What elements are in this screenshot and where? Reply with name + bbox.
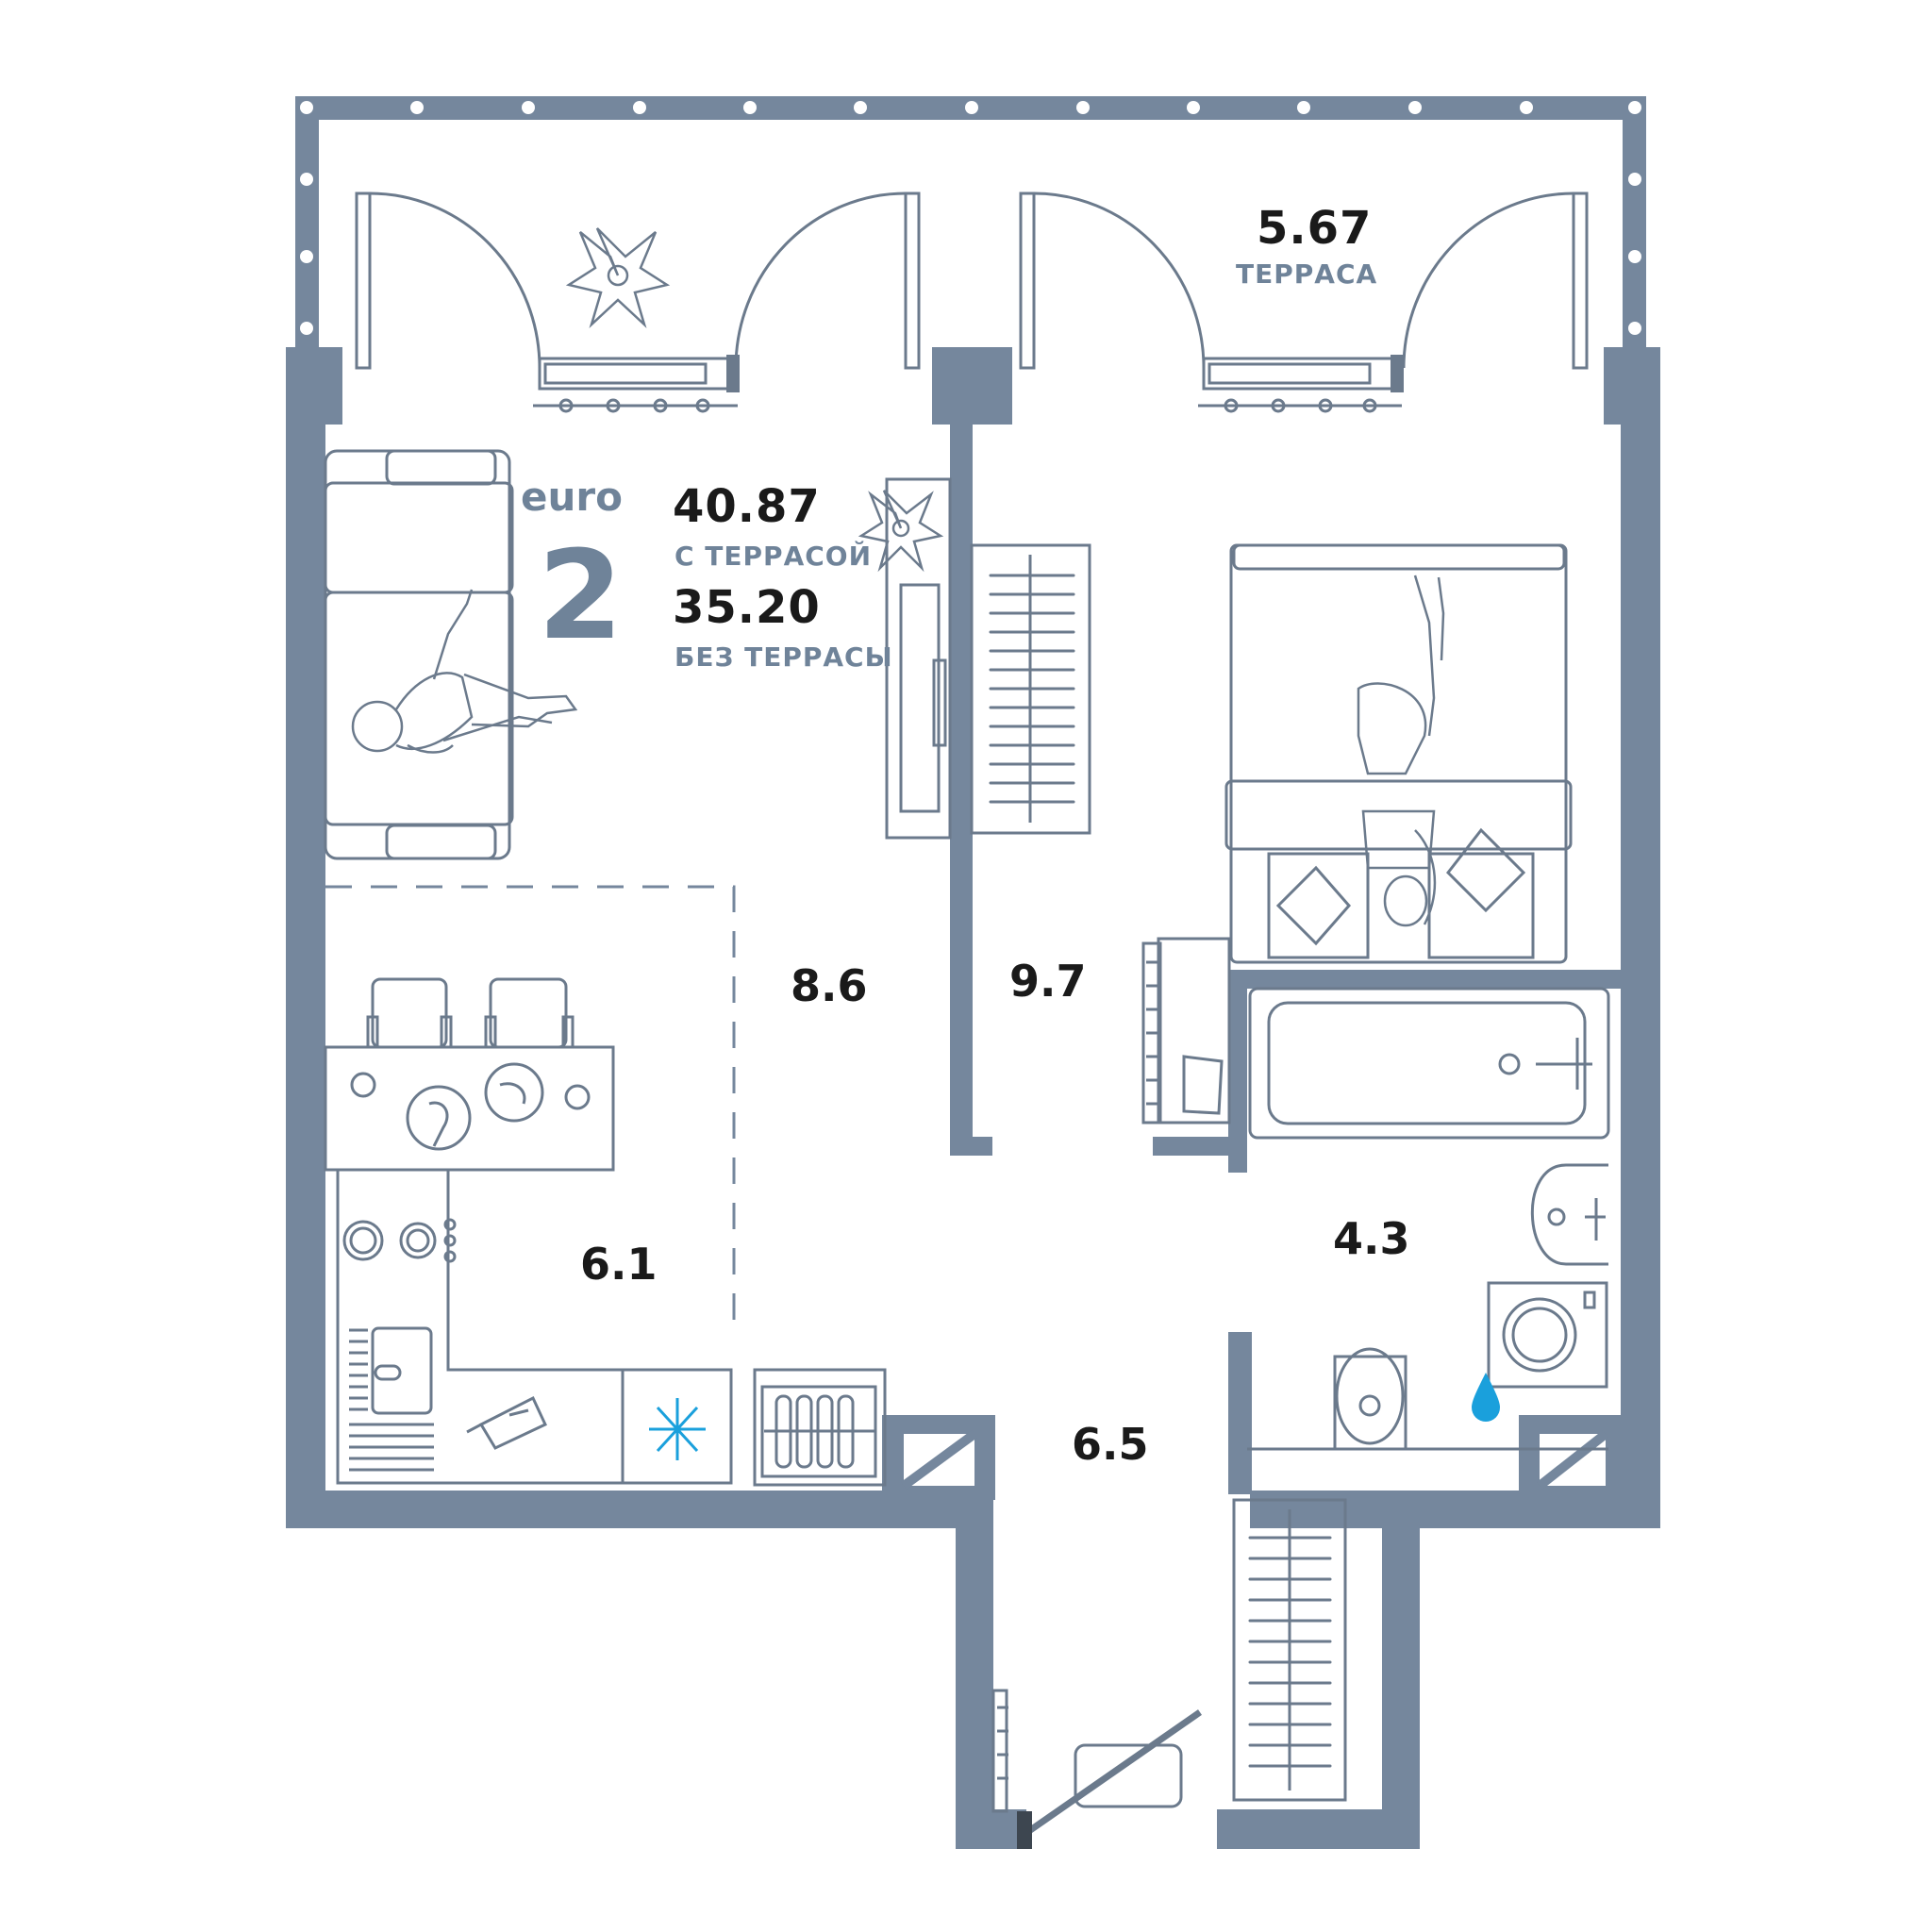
wardrobe-icon	[1232, 1498, 1347, 1802]
pier-middle	[932, 347, 1012, 425]
terrace-parapet-left	[295, 96, 319, 349]
plant-icon	[565, 227, 944, 573]
wall-right	[1621, 347, 1660, 1528]
cutting-board-icon	[466, 1395, 547, 1450]
terrace-label: ТЕРРАСА	[1236, 258, 1378, 290]
apartment-type-label: euro	[521, 474, 623, 520]
area-with-terrace: 40.87	[673, 480, 821, 533]
room-area-bathroom: 4.3	[1333, 1213, 1410, 1264]
rooms-count: 2	[538, 524, 624, 667]
zone-divider	[325, 885, 736, 1321]
wall-bathroom-top-left	[1153, 1137, 1228, 1156]
wall-corridor-left	[956, 1528, 993, 1849]
door-icon	[991, 1689, 1183, 1813]
terrace-parapet-right	[1623, 96, 1646, 349]
fridge-icon	[649, 1398, 706, 1460]
area-without-terrace: 35.20	[673, 581, 821, 634]
radiator-icon	[533, 357, 1404, 413]
sink-icon	[1530, 1163, 1608, 1266]
plant-icon	[858, 490, 944, 573]
shaft-diagonals	[901, 1429, 1609, 1491]
wall-corridor-bottom-right	[1217, 1809, 1420, 1849]
chair-icon	[366, 977, 575, 1049]
stove-icon	[342, 1218, 457, 1263]
pier-left	[286, 347, 342, 425]
person-icon	[1357, 575, 1445, 927]
terrace-doors	[355, 192, 1589, 370]
room-area-living: 8.6	[791, 960, 868, 1011]
wall-bathroom-top	[1228, 970, 1624, 989]
water-drop-icon	[1472, 1373, 1500, 1422]
kitchen-counter	[336, 1170, 887, 1487]
terrace-area: 5.67	[1257, 202, 1373, 255]
tv-icon	[885, 477, 952, 840]
sink-icon	[349, 1326, 434, 1472]
washing-machine-icon	[1487, 1281, 1608, 1389]
bathtub-icon	[1248, 987, 1610, 1140]
wall-bottom-left	[286, 1491, 993, 1528]
person-icon	[351, 589, 578, 754]
wall-bathroom-left-lower	[1228, 1332, 1252, 1494]
toilet-icon	[1333, 1347, 1407, 1451]
pier-right	[1604, 347, 1660, 425]
shaft-inner	[904, 1434, 1606, 1486]
wardrobe-icon	[970, 543, 1091, 835]
sofa-icon	[324, 449, 514, 860]
parapet-posts	[300, 101, 1641, 335]
wall-corridor-right	[1382, 1528, 1420, 1849]
without-terrace-label: БЕЗ ТЕРРАСЫ	[675, 641, 893, 673]
door-hinge	[1017, 1811, 1032, 1849]
radiator-icon	[760, 1385, 877, 1478]
wall-bathroom-left-upper	[1228, 970, 1247, 1173]
chair-icon	[1141, 937, 1231, 1124]
door-icon	[1019, 192, 1589, 370]
radiator-valves	[726, 355, 1404, 392]
entrance-door-leaf	[1022, 1709, 1202, 1838]
with-terrace-label: С ТЕРРАСОЙ	[675, 541, 873, 572]
wall-partition-end	[950, 1137, 992, 1156]
room-area-hallway: 6.5	[1072, 1419, 1149, 1470]
door-icon	[355, 192, 921, 370]
bed-icon	[1224, 543, 1573, 964]
room-area-kitchen: 6.1	[580, 1239, 658, 1290]
dining-table-icon	[324, 1045, 615, 1172]
wall-left	[286, 347, 325, 1528]
wall-partition-living-bedroom	[950, 425, 973, 1141]
walls	[286, 96, 1660, 1849]
wall-corridor-bottom-left	[956, 1809, 1026, 1849]
room-area-bedroom: 9.7	[1009, 956, 1087, 1007]
